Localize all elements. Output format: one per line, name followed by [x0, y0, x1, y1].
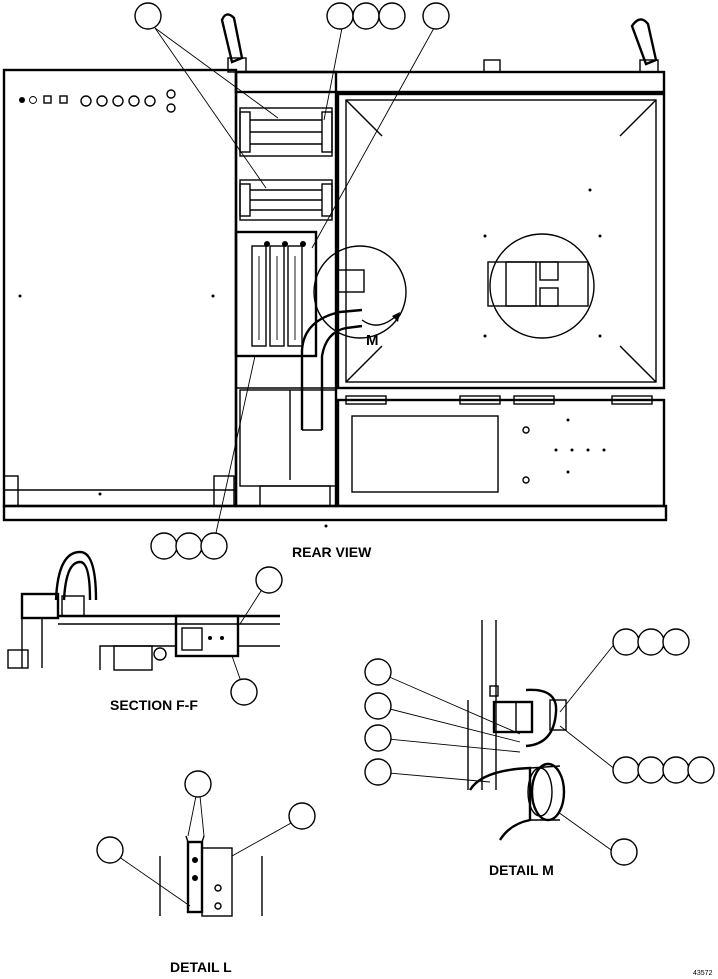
drawing-number: 43572 — [693, 970, 713, 977]
callout-bubble — [150, 532, 178, 560]
detail-m: DETAIL M — [364, 620, 715, 878]
rear-view: M REAR VIEW — [2, 2, 668, 560]
section-ff: SECTION F-F — [7, 550, 283, 713]
callout-bubble — [364, 658, 392, 686]
callout-bubble — [612, 628, 640, 656]
callout-bubble — [184, 770, 212, 798]
callout-bubble — [378, 2, 406, 30]
callout-bubble — [134, 2, 162, 30]
center-frame — [234, 70, 338, 508]
callout-bubble — [610, 838, 638, 866]
callout-bubble — [662, 628, 690, 656]
upper-bracket-1 — [239, 107, 333, 157]
detail-m-marker: M — [366, 332, 379, 349]
access-door — [336, 92, 666, 390]
callout-bubble — [612, 756, 640, 784]
detail-m-callout-circle — [313, 245, 407, 339]
rear-view-title: REAR VIEW — [292, 544, 372, 560]
detail-m-title: DETAIL M — [489, 862, 554, 878]
callout-bubble — [364, 692, 392, 720]
callout-bubble — [364, 724, 392, 752]
callout-bubble — [364, 758, 392, 786]
callout-bubble — [637, 756, 665, 784]
lifting-eye-left — [220, 13, 247, 73]
callout-bubble — [96, 836, 124, 864]
fuse-block — [234, 230, 318, 358]
indicator-lamps — [19, 89, 176, 113]
lifting-eye-right — [630, 18, 659, 73]
callout-bubble — [326, 2, 354, 30]
callout-bubble — [352, 2, 380, 30]
section-ff-title: SECTION F-F — [110, 697, 198, 713]
callout-bubble — [288, 802, 316, 830]
callout-bubble — [230, 678, 258, 706]
detail-l-title: DETAIL L — [170, 959, 232, 975]
callout-bubble — [662, 756, 690, 784]
callout-bubble — [422, 2, 450, 30]
callout-bubble — [637, 628, 665, 656]
callout-bubble — [687, 756, 715, 784]
callout-bubble — [175, 532, 203, 560]
callout-bubble — [255, 566, 283, 594]
detail-l: DETAIL L — [96, 770, 316, 975]
left-cabinet — [2, 68, 238, 508]
callout-bubble — [200, 532, 228, 560]
upper-bracket-2 — [239, 179, 333, 221]
